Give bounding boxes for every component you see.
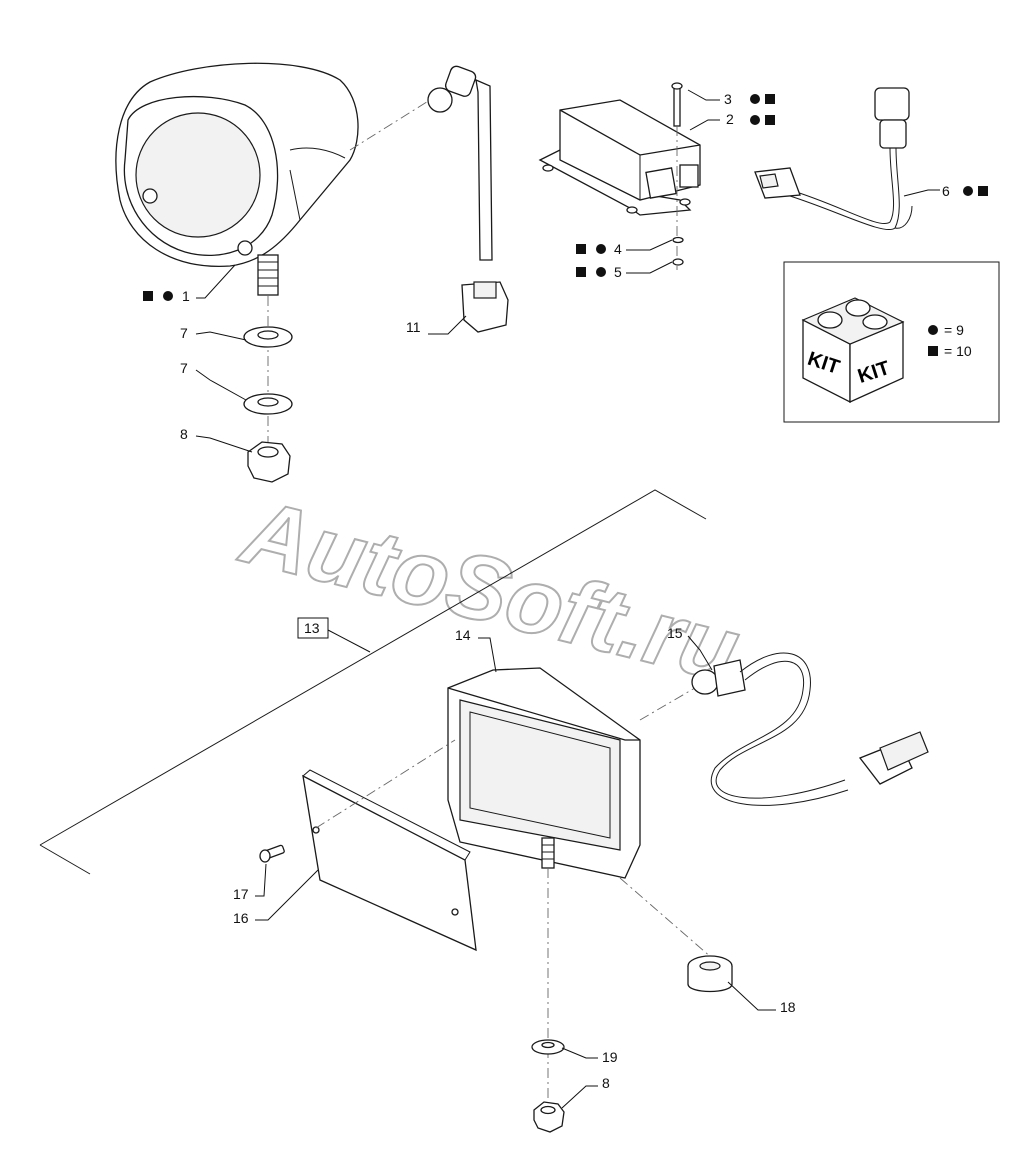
label-15: 15 bbox=[667, 625, 683, 641]
assembly-frame-13 bbox=[39, 489, 707, 875]
watermark: AutoSoft.ru bbox=[230, 479, 749, 703]
circle-marker-1 bbox=[163, 291, 173, 301]
circle-marker-4 bbox=[596, 244, 606, 254]
watermark-text: AutoSoft.ru bbox=[231, 480, 748, 702]
square-marker-4 bbox=[576, 244, 586, 254]
legend-circle-symbol bbox=[928, 325, 938, 335]
label-7-lower: 7 bbox=[180, 360, 188, 376]
label-2: 2 bbox=[726, 111, 734, 127]
wiring-harness-6 bbox=[754, 87, 913, 230]
label-6: 6 bbox=[942, 183, 950, 199]
square-marker-2 bbox=[765, 115, 775, 125]
label-4: 4 bbox=[614, 241, 622, 257]
label-8-lower: 8 bbox=[602, 1075, 610, 1091]
square-marker-6 bbox=[978, 186, 988, 196]
screw-17 bbox=[259, 844, 285, 863]
label-16: 16 bbox=[233, 910, 249, 926]
circle-marker-2 bbox=[750, 115, 760, 125]
circle-marker-6 bbox=[963, 186, 973, 196]
work-lamp-assembly bbox=[115, 62, 431, 460]
lens-16 bbox=[302, 739, 477, 952]
nut-5 bbox=[672, 258, 684, 266]
lamp-stud bbox=[541, 837, 555, 1120]
label-7-upper: 7 bbox=[180, 325, 188, 341]
label-17: 17 bbox=[233, 886, 249, 902]
lamp-threaded-stud bbox=[257, 254, 279, 296]
label-8-upper: 8 bbox=[180, 426, 188, 442]
square-marker-5 bbox=[576, 267, 586, 277]
label-14: 14 bbox=[455, 627, 471, 643]
bulb-cable-15 bbox=[691, 652, 929, 806]
kit-box-top bbox=[801, 297, 905, 345]
nut-8-upper bbox=[247, 441, 291, 483]
washer-7-lower bbox=[243, 393, 293, 415]
bulb-cable-11 bbox=[427, 65, 509, 333]
label-13-box bbox=[297, 617, 329, 639]
legend-square-symbol bbox=[928, 346, 938, 356]
square-marker-1 bbox=[143, 291, 153, 301]
lamp-housing-14 bbox=[447, 667, 721, 966]
label-18: 18 bbox=[780, 999, 796, 1015]
legend-circle-value: = 9 bbox=[944, 322, 964, 338]
relay-module-2 bbox=[538, 99, 701, 216]
label-3: 3 bbox=[724, 91, 732, 107]
label-13: 13 bbox=[304, 620, 320, 636]
label-19: 19 bbox=[602, 1049, 618, 1065]
label-11: 11 bbox=[406, 319, 421, 335]
nut-8-lower bbox=[533, 1101, 565, 1133]
label-5: 5 bbox=[614, 264, 622, 280]
circle-marker-5 bbox=[596, 267, 606, 277]
washer-4 bbox=[672, 236, 684, 244]
circle-marker-3 bbox=[750, 94, 760, 104]
legend-square-value: = 10 bbox=[944, 343, 972, 359]
lamp-lens bbox=[135, 112, 261, 238]
square-marker-3 bbox=[765, 94, 775, 104]
kit-legend: KIT KIT = 9 = 10 bbox=[783, 261, 1000, 423]
washer-7-upper bbox=[243, 326, 293, 348]
screw-3 bbox=[671, 82, 683, 270]
washer-19 bbox=[531, 1039, 565, 1055]
grommet-18 bbox=[687, 955, 733, 993]
label-1: 1 bbox=[182, 288, 190, 304]
